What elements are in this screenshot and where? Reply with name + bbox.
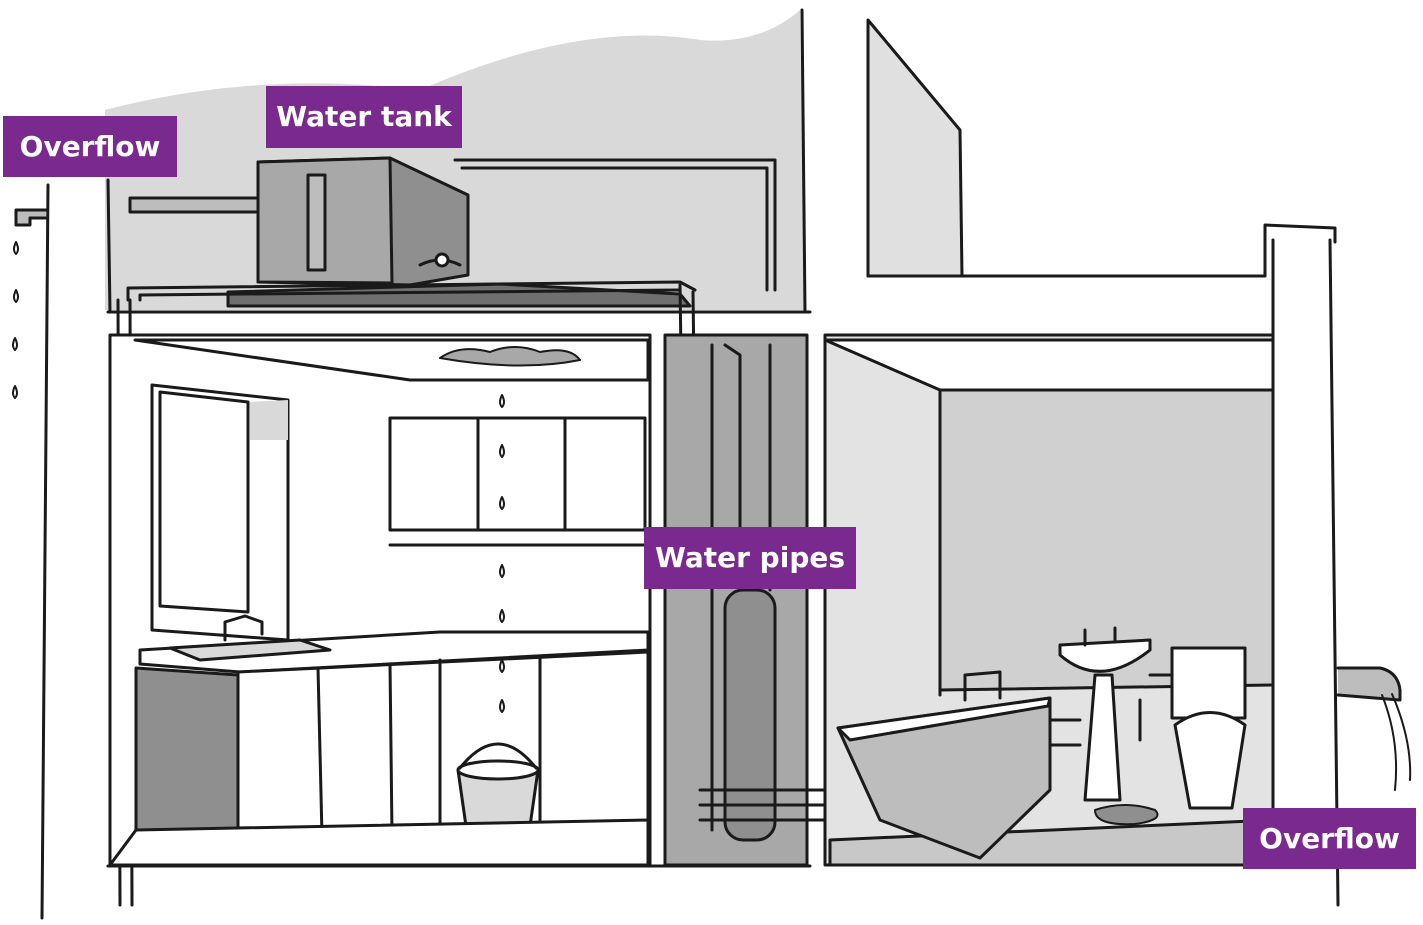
water-puddle [1095, 805, 1158, 824]
drip-4 [13, 386, 17, 398]
leak-drip-5 [500, 610, 504, 622]
tank-valve [436, 254, 448, 266]
hot-water-cylinder [725, 590, 775, 840]
base-cabinets [238, 652, 648, 840]
overflow-label-right: Overflow [1243, 808, 1416, 869]
kitchen-window-shade [250, 400, 288, 440]
leak-drip-4 [500, 565, 504, 577]
overflow-label-left: Overflow [3, 116, 177, 177]
right-overflow-water [1382, 695, 1396, 790]
upper-right-building [868, 20, 962, 276]
leak-drip-6 [500, 660, 504, 672]
tank-outlet-pipe [130, 198, 258, 212]
drip-3 [13, 338, 17, 350]
wall-cabinet [390, 418, 645, 530]
bucket-rim [458, 761, 538, 779]
left-outer-wall [42, 185, 48, 918]
base-cabinet-door-2 [390, 664, 392, 834]
leak-drip-2 [500, 445, 504, 457]
water-tank-label: Water tank [266, 86, 462, 148]
right-overflow-water-2 [1392, 694, 1410, 780]
right-outer-wall [1330, 240, 1338, 905]
leak-drip-7 [500, 700, 504, 712]
left-inner-wall [108, 180, 110, 312]
tank-riser-pipe [308, 175, 325, 270]
left-overflow-pipe [16, 210, 46, 225]
leak-drip-3 [500, 497, 504, 509]
kitchen-window-inner [160, 392, 248, 612]
drip-2 [14, 290, 18, 302]
water-pipes-label: Water pipes [644, 527, 856, 589]
under-sink-cupboard [136, 668, 238, 840]
drip-1 [14, 242, 18, 254]
right-overflow-pipe [1338, 668, 1400, 700]
leak-drip-1 [500, 395, 504, 407]
toilet-cistern [1172, 648, 1245, 718]
